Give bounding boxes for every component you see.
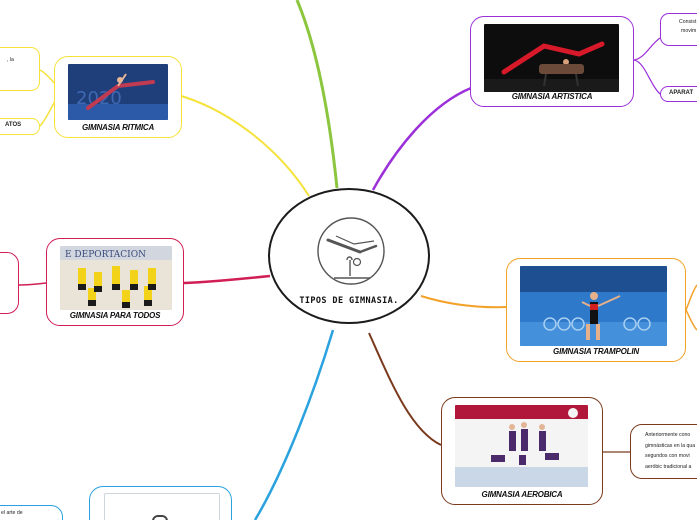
topic-label: GIMNASIA TRAMPOLIN bbox=[553, 347, 639, 356]
topic-label: GIMNASIA AEROBICA bbox=[481, 490, 563, 499]
leaf-line: Anteriormente cono bbox=[645, 432, 691, 438]
leaf-line: , la bbox=[7, 57, 14, 63]
central-topic[interactable]: TIPOS DE GIMNASIA. bbox=[268, 188, 430, 324]
branch-artistica bbox=[371, 86, 472, 191]
branch-bottom bbox=[253, 329, 335, 520]
leaf-bottom-description[interactable]: el arte de bbox=[0, 505, 63, 520]
branch-trampolin bbox=[420, 295, 508, 309]
branch-top bbox=[295, 0, 339, 189]
leaf-ritmica-description[interactable]: , la bbox=[0, 47, 40, 91]
topic-gimnasia-para-todos[interactable]: E DEPORTACION GIMNASIA PARA TODOS bbox=[46, 238, 184, 326]
branch-ritmica bbox=[177, 94, 310, 197]
leaf-aerobica-description[interactable]: Anteriormente cono gimnásticas en la qua… bbox=[630, 424, 697, 479]
leaf-artistica-aparatos[interactable]: APARAT bbox=[660, 86, 697, 102]
leaf-ritmica-aparatos[interactable]: ATOS bbox=[0, 118, 40, 135]
leaf-text: ATOS bbox=[5, 122, 22, 128]
svg-text:E DEPORTACION: E DEPORTACION bbox=[65, 250, 146, 260]
group-photo-para-todos: E DEPORTACION bbox=[60, 246, 172, 310]
leaf-text: APARAT bbox=[669, 90, 694, 96]
leaf-para-todos-description[interactable] bbox=[0, 252, 19, 314]
gymnast-pommel-horse-icon bbox=[317, 217, 385, 285]
leaf-line: Consist bbox=[679, 19, 697, 25]
topic-label: GIMNASIA PARA TODOS bbox=[69, 311, 161, 320]
gymnast-photo-ritmica: 2020 bbox=[68, 64, 168, 120]
topic-gimnasia-artistica[interactable]: GIMNASIA ARTISTICA bbox=[470, 16, 634, 107]
leaf-line: movim bbox=[681, 28, 697, 34]
topic-gimnasia-trampolin[interactable]: GIMNASIA TRAMPOLIN bbox=[506, 258, 686, 362]
branch-todos bbox=[183, 274, 271, 285]
gymnast-photo-artistica bbox=[484, 24, 619, 92]
topic-gimnasia-ritmica[interactable]: 2020 GIMNASIA RITMICA bbox=[54, 56, 182, 138]
photo-frame bbox=[104, 493, 220, 520]
leaf-line: el arte de bbox=[1, 510, 23, 516]
leaf-line: gimnásticas en la qua bbox=[645, 442, 696, 449]
topic-label: GIMNASIA ARTISTICA bbox=[511, 92, 593, 101]
topic-label: GIMNASIA RITMICA bbox=[81, 123, 155, 132]
topic-gimnasia-aerobica[interactable]: GIMNASIA AEROBICA bbox=[441, 397, 603, 505]
topic-bottom-partial[interactable] bbox=[89, 486, 232, 520]
leaf-line: segundos con movi bbox=[645, 453, 690, 459]
central-title: TIPOS DE GIMNASIA. bbox=[299, 296, 399, 306]
leaf-artistica-description[interactable]: Consist movim bbox=[660, 13, 697, 46]
partial-icon bbox=[152, 515, 168, 520]
branch-aerobica bbox=[368, 332, 442, 446]
group-photo-aerobica bbox=[455, 405, 588, 487]
leaf-line: aeróbic tradicional a bbox=[645, 463, 692, 470]
gymnast-photo-trampolin bbox=[520, 266, 667, 346]
